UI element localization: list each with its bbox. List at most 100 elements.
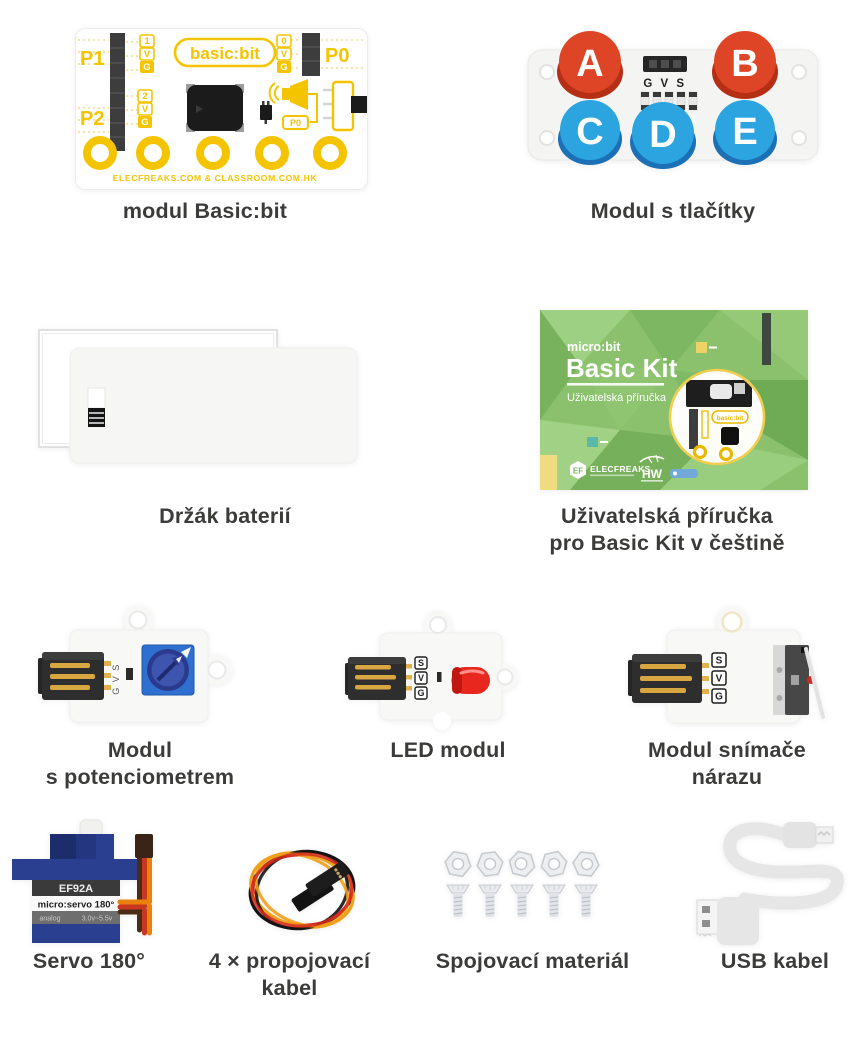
microswitch[interactable] [773, 645, 825, 719]
crash-caption-line1: Modul snímače [648, 738, 806, 762]
p0-box [282, 115, 309, 130]
servo-image: EF92A micro:servo 180° analog 3.0v~5.5v [12, 819, 153, 943]
cover-subtitle: Uživatelská příručka [567, 392, 667, 404]
servo-name: micro:servo 180° [38, 900, 115, 911]
dotted-leads [78, 39, 365, 133]
svg-text:S: S [716, 656, 723, 667]
pin-column-2vg: 2 V G [137, 89, 153, 128]
servo-cable [117, 855, 152, 936]
svg-text:0: 0 [281, 36, 286, 47]
label-p0: P0 [325, 45, 349, 67]
servo-flange [12, 859, 140, 880]
svg-text:2: 2 [142, 91, 147, 102]
manual-caption-line1: Uživatelská příručka [561, 504, 773, 528]
led-connector [345, 657, 412, 700]
header-separators [110, 47, 125, 138]
button-a[interactable]: A [557, 31, 623, 99]
cover-yellow-chip [696, 342, 717, 353]
servo-gearbox [50, 834, 114, 859]
gvs-label: G V S [643, 78, 686, 90]
crash-pin-labels: S V G [711, 652, 727, 704]
potentiometer-image: G V S [38, 605, 232, 723]
microswitch-lever [804, 647, 825, 719]
crash-image: S V G [628, 606, 825, 724]
cables-caption-line1: 4 × propojovací [208, 949, 371, 973]
potentiometer-caption-line2: s potenciometrem [45, 765, 235, 789]
cover-blue-tag [670, 469, 698, 478]
speaker-icon [268, 79, 308, 110]
cover-title: Basic Kit [566, 353, 678, 383]
svg-text:S: S [418, 658, 424, 668]
svg-text:HW: HW [642, 467, 663, 481]
manual-image: micro:bit Basic Kit Uživatelská příručka… [540, 310, 808, 490]
power-switch [323, 80, 367, 132]
buttons-caption: Modul s tlačítky [590, 199, 756, 223]
servo-caption: Servo 180° [32, 949, 146, 973]
cover-teal-chip [587, 437, 608, 447]
basicbit-caption: modul Basic:bit [122, 199, 288, 223]
crash-hole-top [721, 611, 743, 633]
battery-switch[interactable] [87, 387, 106, 427]
board-holes [539, 64, 807, 146]
hex-nuts [444, 850, 600, 878]
hw-kitchen-logo: HW [639, 454, 665, 482]
svg-text:V: V [142, 104, 149, 115]
pin-header-left [110, 33, 125, 151]
basicbit-image: P1 P2 1 V G 2 V G [75, 28, 368, 190]
battery-caption: Držák baterií [159, 504, 291, 528]
connector [643, 56, 687, 72]
pot-smd [126, 668, 133, 680]
basicbit-footer: ELECFREAKS.COM & CLASSROOM.COM.HK [113, 173, 318, 183]
svg-text:E: E [732, 111, 757, 153]
led-hole-top [429, 616, 447, 634]
svg-text:EF: EF [573, 467, 583, 476]
manual-caption: Uživatelská příručka pro Basic Kit v češ… [502, 503, 832, 557]
svg-text:B: B [731, 43, 758, 85]
micro-usb-connector [783, 822, 834, 848]
svg-text:G: G [715, 692, 723, 703]
cable-loop [248, 849, 356, 931]
speaker-trace [308, 93, 318, 123]
cover-mini-board: basic:bit [686, 380, 752, 462]
servo-voltage: 3.0v~5.5v [82, 916, 113, 923]
led-image: S V G [345, 611, 518, 730]
battery-image [38, 329, 358, 464]
svg-text:G: G [141, 117, 148, 128]
crash-caption-line2: nárazu [691, 765, 763, 789]
servo-body: EF92A micro:servo 180° analog 3.0v~5.5v [32, 880, 120, 943]
crash-caption: Modul snímače nárazu [602, 737, 852, 791]
potentiometer-caption: Modul s potenciometrem [0, 737, 280, 791]
svg-text:C: C [576, 111, 603, 153]
pin-header-right [302, 33, 320, 76]
cable-connector-2 [305, 861, 350, 897]
potentiometer-knob[interactable] [141, 644, 195, 696]
button-b[interactable]: B [712, 31, 778, 99]
cover-yellow-strip [540, 455, 557, 490]
buttons-image: G V S A B C [527, 31, 819, 169]
button-c[interactable]: C [558, 100, 622, 165]
button-d[interactable]: D [630, 102, 696, 169]
led-pin-labels: S V G [414, 656, 428, 700]
svg-text:G: G [417, 688, 424, 698]
pin-column-1vg: 1 V G [139, 34, 155, 73]
pot-hole-right [207, 660, 227, 680]
svg-text:V: V [716, 674, 723, 685]
svg-text:G: G [143, 62, 150, 73]
basicbit-logo-text: basic:bit [190, 44, 260, 63]
buzzer [186, 84, 244, 132]
cover-underline [567, 383, 664, 386]
basicbit-logo-pill [173, 37, 277, 68]
label-p2: P2 [80, 108, 104, 130]
svg-text:G: G [280, 62, 287, 73]
screws [446, 884, 598, 917]
button-e[interactable]: E [713, 100, 777, 165]
pin-column-0vg: 0 V G [276, 34, 292, 73]
svg-text:V: V [281, 49, 288, 60]
led-smd [437, 672, 442, 682]
p0-box-text: P0 [290, 118, 301, 128]
mount-holes [83, 136, 347, 170]
usb-image [696, 822, 844, 945]
svg-text:ELECFREAKS: ELECFREAKS [590, 464, 651, 474]
svg-text:1: 1 [144, 36, 150, 47]
led-hole-right [496, 668, 514, 686]
